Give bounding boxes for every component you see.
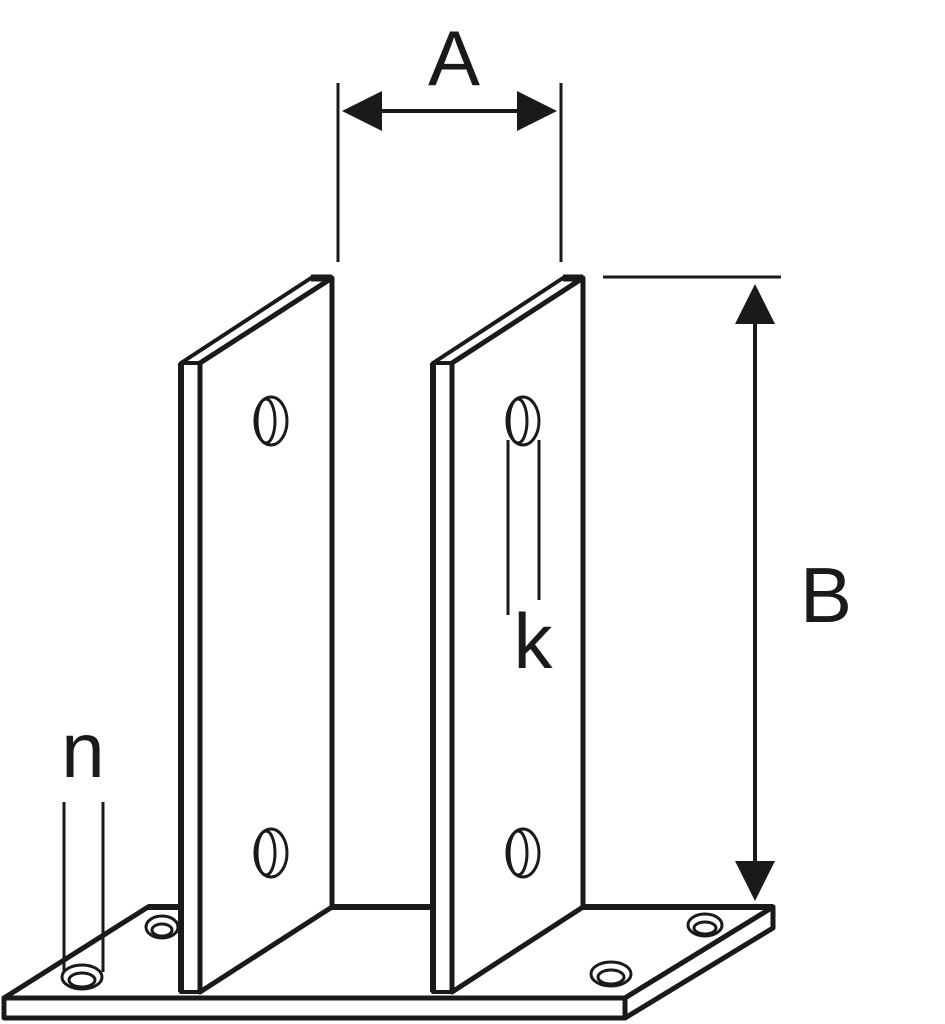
right-plate-hole-upper — [505, 395, 541, 447]
left-plate-hole-upper — [253, 395, 289, 447]
hole-leader-n — [62, 802, 105, 972]
slot-leader-k — [506, 440, 541, 615]
base-hole-back-right — [686, 912, 724, 938]
base-plate-right-edge — [622, 904, 776, 1021]
base-plate-holes — [60, 912, 724, 991]
left-plate-hole-lower — [253, 827, 289, 879]
right-plate-hole-lower — [505, 827, 541, 879]
base-hole-front-left — [60, 963, 104, 991]
base-plate-front-edge — [1, 995, 628, 1021]
dimension-a — [336, 83, 563, 262]
dimension-b-label: B — [800, 551, 852, 639]
base-hole-back-left — [144, 914, 180, 940]
base-plate — [1, 904, 776, 1021]
base-hole-front-right — [589, 960, 633, 988]
slot-label-k: k — [514, 597, 554, 685]
left-upright-plate — [178, 274, 335, 995]
dimension-a-label: A — [428, 14, 480, 102]
right-upright-plate — [430, 274, 586, 995]
hole-label-n: n — [61, 706, 104, 794]
left-plate-face — [197, 275, 335, 995]
dimension-b — [603, 275, 781, 901]
